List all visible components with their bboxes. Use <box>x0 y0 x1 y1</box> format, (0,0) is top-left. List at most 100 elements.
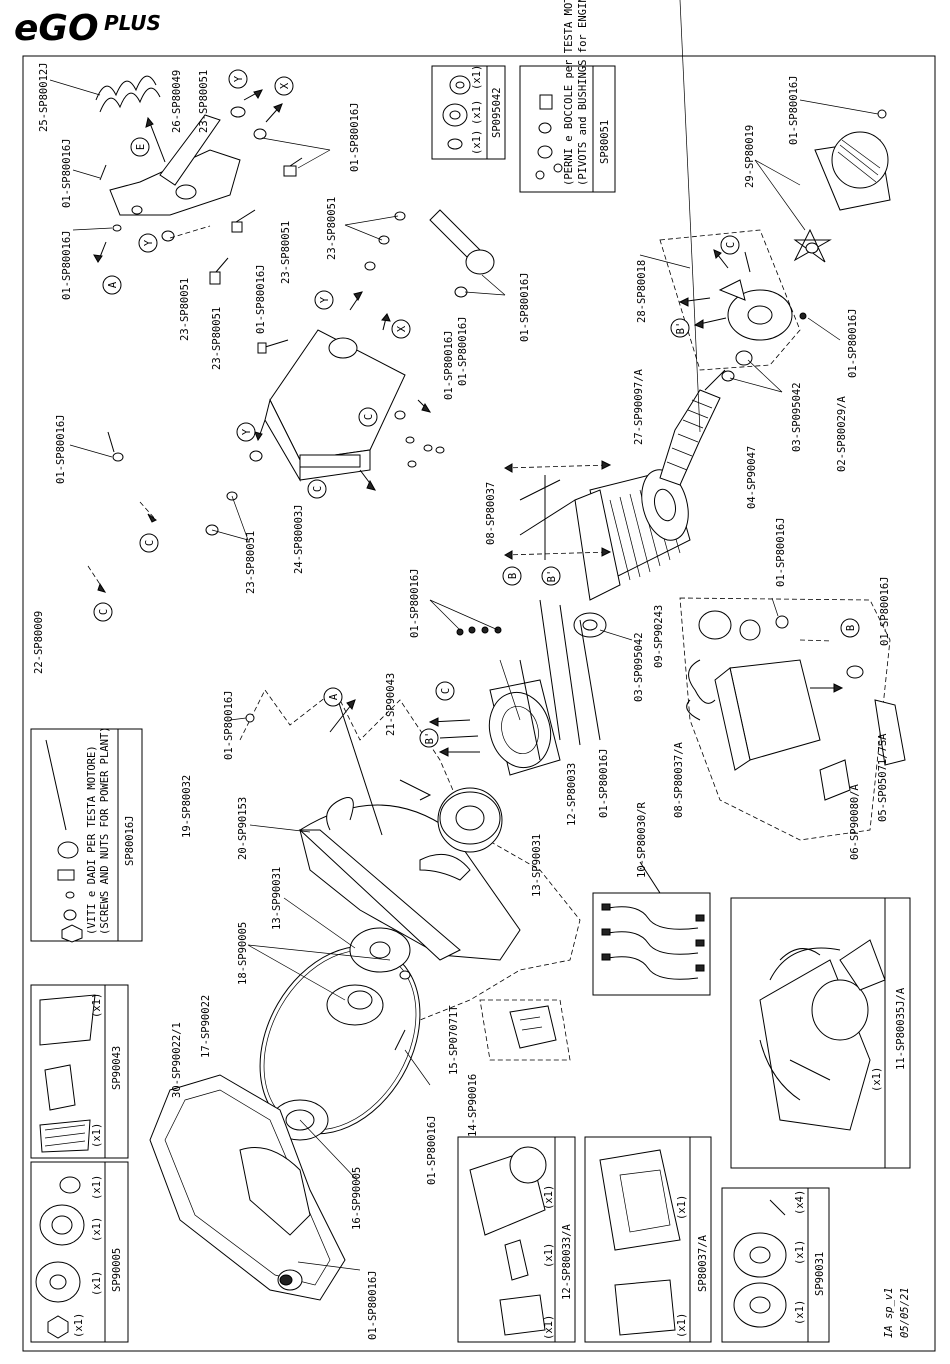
label-17: 17-SP90022 <box>200 995 212 1058</box>
electrical-box-08a <box>679 597 906 841</box>
label-12: 12-SP80033 <box>566 763 578 826</box>
svg-text:B: B <box>507 573 519 579</box>
svg-text:(x1): (x1) <box>91 1175 103 1200</box>
svg-text:(x4): (x4) <box>794 1190 806 1215</box>
marker-C: C <box>435 681 455 701</box>
label-03: 03-SP095042 <box>633 632 645 702</box>
label-01: 01-SP80016J <box>61 230 73 300</box>
label-01: 01-SP80016J <box>367 1270 379 1340</box>
label-27: 27-SP90097/A <box>633 368 645 445</box>
marker-Bp: B' <box>419 728 439 748</box>
svg-text:(x1): (x1) <box>471 100 483 125</box>
kit-sp80051-line-en: (PIVOTS and BUSHINGS for ENGINE UNIT) <box>577 0 589 186</box>
logo-plus-text: PLUS <box>104 11 161 35</box>
label-19: 19-SP80032 <box>181 775 193 838</box>
svg-text:(x1): (x1) <box>91 1217 103 1242</box>
marker-Bp: B' <box>541 566 561 586</box>
label-15: 15-SP07071T <box>448 1005 460 1075</box>
motor-front-12 <box>245 599 601 845</box>
label-29: 29-SP80019 <box>744 125 756 188</box>
label-23: 23-SP80051 <box>179 278 191 341</box>
label-01: 01-SP80016J <box>409 568 421 638</box>
logo-main-text: eGO <box>14 8 99 49</box>
label-04: 04-SP90047 <box>746 446 758 509</box>
marker-B: B <box>840 618 860 638</box>
svg-text:B': B' <box>546 570 558 583</box>
label-01: 01-SP80016J <box>775 517 787 587</box>
label-22: 22-SP80009 <box>33 611 45 674</box>
revision-code: IA sp_v1 <box>883 1287 895 1338</box>
label-20: 20-SP90153 <box>237 797 249 860</box>
label-13: 13-SP90031 <box>271 867 283 930</box>
svg-text:(x1): (x1) <box>471 130 483 155</box>
spring-25 <box>95 75 157 101</box>
svg-text:(x1): (x1) <box>543 1315 555 1340</box>
label-26: 26-SP80049 <box>171 70 183 133</box>
svg-text:(x1): (x1) <box>91 1271 103 1296</box>
capacitor-05 <box>874 699 906 766</box>
ego-plus-logo: eGO PLUS <box>14 8 161 49</box>
cable-kit-10 <box>592 861 711 996</box>
kit-sp095042: (x1) (x1) (x1) SP095042 <box>431 65 506 160</box>
svg-text:(x1): (x1) <box>676 1313 688 1338</box>
label-13: 13-SP90031 <box>531 834 543 897</box>
svg-text:B': B' <box>424 732 436 745</box>
label-23: 23-SP80051 <box>211 307 223 370</box>
kit-sp80051: (PERNI e BOCCOLE per TESTA MOTORE) (PIVO… <box>519 0 616 193</box>
kit-sp90031-code: SP90031 <box>814 1252 826 1296</box>
kit-sp80051-code: SP80051 <box>599 120 611 164</box>
marker-C: C <box>720 235 740 255</box>
kit-sp80037a: (x1) (x1) SP80037/A <box>584 1136 712 1343</box>
svg-text:(x1): (x1) <box>543 1185 555 1210</box>
label-01: 01-SP80016J <box>349 102 361 172</box>
label-01: 01-SP80016J <box>519 272 531 342</box>
motor-mount-24 <box>205 209 495 536</box>
revision-date: 05/05/21 <box>899 1287 911 1338</box>
kit-sp80035ja-code: 11-SP80035J/A <box>895 987 907 1070</box>
ref-frame-08 <box>503 460 612 560</box>
lower-guard-17 <box>149 1074 346 1301</box>
label-01: 01-SP80016J <box>55 414 67 484</box>
label-01: 01-SP80016J <box>426 1115 438 1185</box>
kit-sp90005-code: SP90005 <box>111 1248 123 1292</box>
kit-sp80016j-code: SP80016J <box>124 815 136 866</box>
drawing-frame <box>22 55 936 1352</box>
marker-Y: Y <box>228 69 248 89</box>
label-21: 21-SP90043 <box>385 673 397 736</box>
marker-X: X <box>391 319 411 339</box>
kit-sp90043-code: SP90043 <box>111 1046 123 1090</box>
svg-text:X: X <box>279 82 291 89</box>
label-01: 01-SP80016J <box>457 316 469 386</box>
svg-text:A: A <box>328 693 340 700</box>
svg-text:C: C <box>363 414 375 420</box>
kit-sp80037a-code: SP80037/A <box>697 1234 709 1292</box>
marker-A: A <box>323 687 343 707</box>
bracket-assembly <box>93 75 303 285</box>
kit-sp80035ja: (x1) 11-SP80035J/A <box>730 897 911 1169</box>
svg-text:(x1): (x1) <box>91 993 103 1018</box>
marker-X: X <box>274 76 294 96</box>
marker-C: C <box>358 407 378 427</box>
svg-text:C: C <box>312 486 324 492</box>
label-23: 23-SP80051 <box>280 221 292 284</box>
label-03: 03-SP095042 <box>791 382 803 452</box>
svg-text:Y: Y <box>143 239 155 246</box>
svg-text:(x1): (x1) <box>676 1195 688 1220</box>
svg-text:(x1): (x1) <box>794 1300 806 1325</box>
part-labels: 25-SP80012J 26-SP80049 23-SP80051 01-SP8… <box>33 62 891 1340</box>
revision-stamp: IA sp_v1 05/05/21 <box>883 1287 911 1338</box>
handle-22 <box>57 431 157 683</box>
svg-text:B: B <box>845 625 857 631</box>
label-25: 25-SP80012J <box>38 62 50 132</box>
kit-sp90031: (x4) (x1) (x1) SP90031 <box>721 1187 830 1343</box>
label-24: 24-SP80003J <box>293 504 305 574</box>
label-30: 30-SP90022/1 <box>171 1022 183 1098</box>
marker-E: E <box>130 137 150 157</box>
reference-markers: A A E Y Y X Y X C Y C C C B B' C B' B B'… <box>93 69 860 748</box>
svg-text:X: X <box>396 325 408 332</box>
label-14: 14-SP90016 <box>467 1074 479 1137</box>
label-28: 28-SP80018 <box>636 260 648 323</box>
label-23: 23-SP80051 <box>326 197 338 260</box>
label-01: 01-SP80016J <box>443 330 455 400</box>
